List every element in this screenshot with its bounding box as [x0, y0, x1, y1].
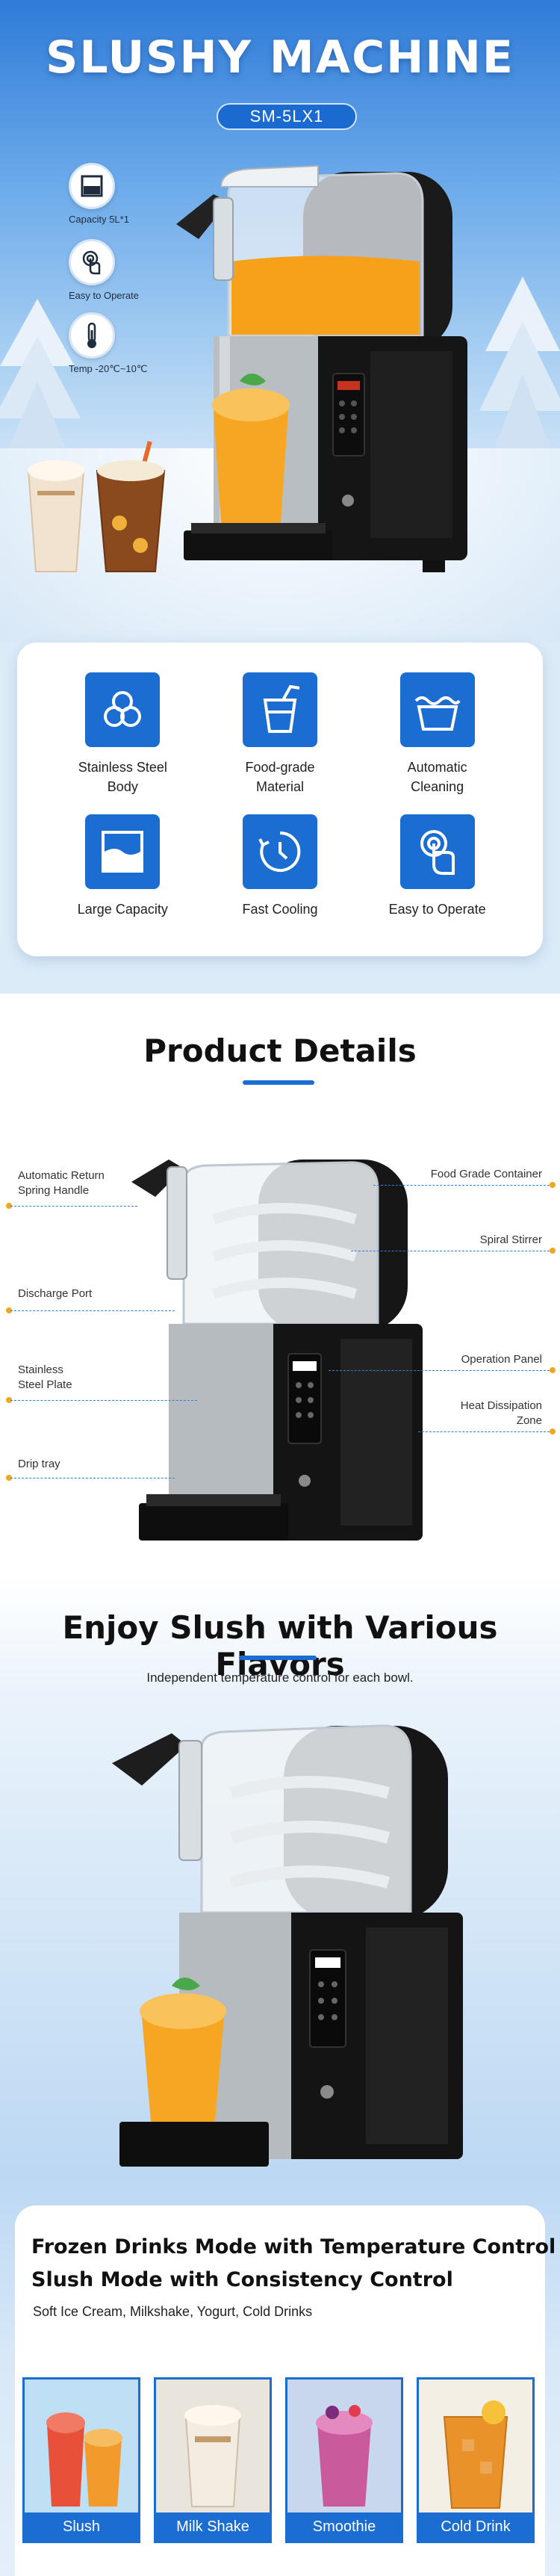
large-capacity-icon — [85, 814, 161, 889]
callout-label: Discharge Port — [18, 1287, 93, 1300]
flavors-machine-image — [112, 1724, 463, 2167]
callout-line — [329, 1370, 550, 1371]
callout-line — [10, 1478, 175, 1479]
spec-capacity: Capacity 5L*1 — [69, 163, 203, 225]
feature-fast-cooling: Fast Cooling — [202, 814, 359, 956]
callout-dot — [6, 1475, 12, 1481]
spec-capacity-label: Capacity 5L*1 — [69, 214, 129, 225]
spec-temperature-label: Temp -20℃~10℃ — [69, 363, 148, 374]
mode-frozen-drinks: Frozen Drinks Mode with Temperature Cont… — [31, 2235, 556, 2258]
modes-card: Frozen Drinks Mode with Temperature Cont… — [15, 2205, 556, 2576]
features-section: Stainless Steel Body Food-grade Material… — [0, 628, 560, 994]
flavor-tile-milk-shake: Milk Shake — [154, 2377, 272, 2543]
callout-label: Food Grade Container — [430, 1168, 542, 1180]
feature-food-grade: Food-grade Material — [202, 672, 359, 814]
callout-dot — [6, 1307, 12, 1313]
callout-dot — [550, 1367, 556, 1373]
feature-label: Stainless Steel Body — [78, 760, 167, 794]
spec-temperature: Temp -20℃~10℃ — [69, 312, 203, 375]
slush-drink-image — [25, 2380, 138, 2512]
flavors-title-underline — [239, 1656, 317, 1660]
flavor-tile-slush: Slush — [22, 2377, 140, 2543]
mode-slush: Slush Mode with Consistency Control — [31, 2268, 453, 2291]
callout-operation-panel: Operation Panel — [461, 1352, 542, 1367]
feature-label: Food-grade Material — [245, 760, 315, 794]
food-grade-cup-icon — [242, 672, 317, 747]
product-details-machine-image — [131, 1159, 423, 1541]
details-title: Product Details — [143, 1032, 417, 1069]
callout-label: Spiral Stirrer — [479, 1233, 542, 1246]
callout-label: Heat Dissipation Zone — [460, 1399, 542, 1427]
capacity-icon — [69, 163, 115, 209]
callout-heat-dissipation: Heat Dissipation Zone — [461, 1399, 542, 1428]
callout-line — [10, 1310, 175, 1311]
feature-label: Large Capacity — [77, 902, 168, 917]
callout-steel-plate: Stainless Steel Plate — [18, 1363, 72, 1393]
modes-description: Soft Ice Cream, Milkshake, Yogurt, Cold … — [33, 2304, 313, 2319]
feature-label: Fast Cooling — [242, 902, 318, 917]
callout-spiral-stirrer: Spiral Stirrer — [480, 1233, 542, 1248]
spec-easy-operate-label: Easy to Operate — [69, 290, 139, 301]
milkshake-drink-image — [156, 2380, 270, 2512]
flavor-tile-cold-drink: Cold Drink — [417, 2377, 535, 2543]
feature-label: Automatic Cleaning — [407, 760, 467, 794]
fast-cooling-clock-icon — [242, 814, 317, 889]
callout-dot — [550, 1428, 556, 1434]
features-card: Stainless Steel Body Food-grade Material… — [17, 643, 543, 956]
feature-stainless-steel: Stainless Steel Body — [44, 672, 202, 814]
cleaning-icon — [399, 672, 475, 747]
thermometer-icon — [69, 312, 115, 359]
feature-automatic-cleaning: Automatic Cleaning — [358, 672, 516, 814]
callout-drip-tray: Drip tray — [18, 1457, 60, 1472]
smoothie-drink-image — [287, 2380, 401, 2512]
callout-dot — [550, 1248, 556, 1254]
callout-dot — [6, 1203, 12, 1209]
flavor-label: Slush — [25, 2512, 138, 2541]
hand-touch-icon — [69, 239, 115, 285]
details-title-underline — [243, 1080, 314, 1085]
feature-large-capacity: Large Capacity — [44, 814, 202, 956]
flavor-label: Smoothie — [287, 2512, 401, 2541]
callout-label: Drip tray — [18, 1458, 60, 1470]
callout-line — [418, 1431, 550, 1432]
flavor-label: Milk Shake — [156, 2512, 270, 2541]
callout-discharge-port: Discharge Port — [18, 1287, 92, 1301]
callout-spring-handle: Automatic Return Spring Handle — [18, 1168, 105, 1198]
hand-touch-icon — [399, 814, 475, 889]
product-details-section: Product Details Automatic Return Spring … — [0, 994, 560, 1576]
milkshake-drink-image — [27, 460, 85, 572]
model-badge: SM-5LX1 — [217, 103, 357, 130]
cold-drink-image — [419, 2380, 532, 2512]
hero-title: SLUSHY MACHINE — [46, 31, 514, 84]
flavor-tile-smoothie: Smoothie — [285, 2377, 403, 2543]
flavors-section: Enjoy Slush with Various Flavors Indepen… — [0, 1576, 560, 2576]
spec-easy-operate: Easy to Operate — [69, 239, 203, 301]
hero-banner: SLUSHY MACHINE SM-5LX1 Capacity 5L*1 Eas… — [0, 0, 560, 643]
callout-dot — [550, 1182, 556, 1188]
tea-drink-image — [96, 441, 166, 572]
callout-label: Stainless Steel Plate — [18, 1363, 72, 1391]
slushy-machine-image — [176, 164, 467, 572]
callout-dot — [6, 1397, 12, 1403]
callout-label: Operation Panel — [461, 1353, 542, 1366]
flavors-subtitle: Independent temperature control for each… — [146, 1671, 414, 1685]
stainless-steel-icon — [85, 672, 161, 747]
flavors-title: Enjoy Slush with Various Flavors — [62, 1609, 498, 1682]
flavor-label: Cold Drink — [419, 2512, 532, 2541]
callout-line — [10, 1400, 197, 1401]
callout-food-container: Food Grade Container — [431, 1167, 542, 1182]
callout-line — [10, 1206, 137, 1207]
feature-easy-operate: Easy to Operate — [358, 814, 516, 956]
callout-line — [373, 1185, 550, 1186]
callout-label: Automatic Return Spring Handle — [18, 1169, 105, 1197]
feature-label: Easy to Operate — [388, 902, 486, 917]
